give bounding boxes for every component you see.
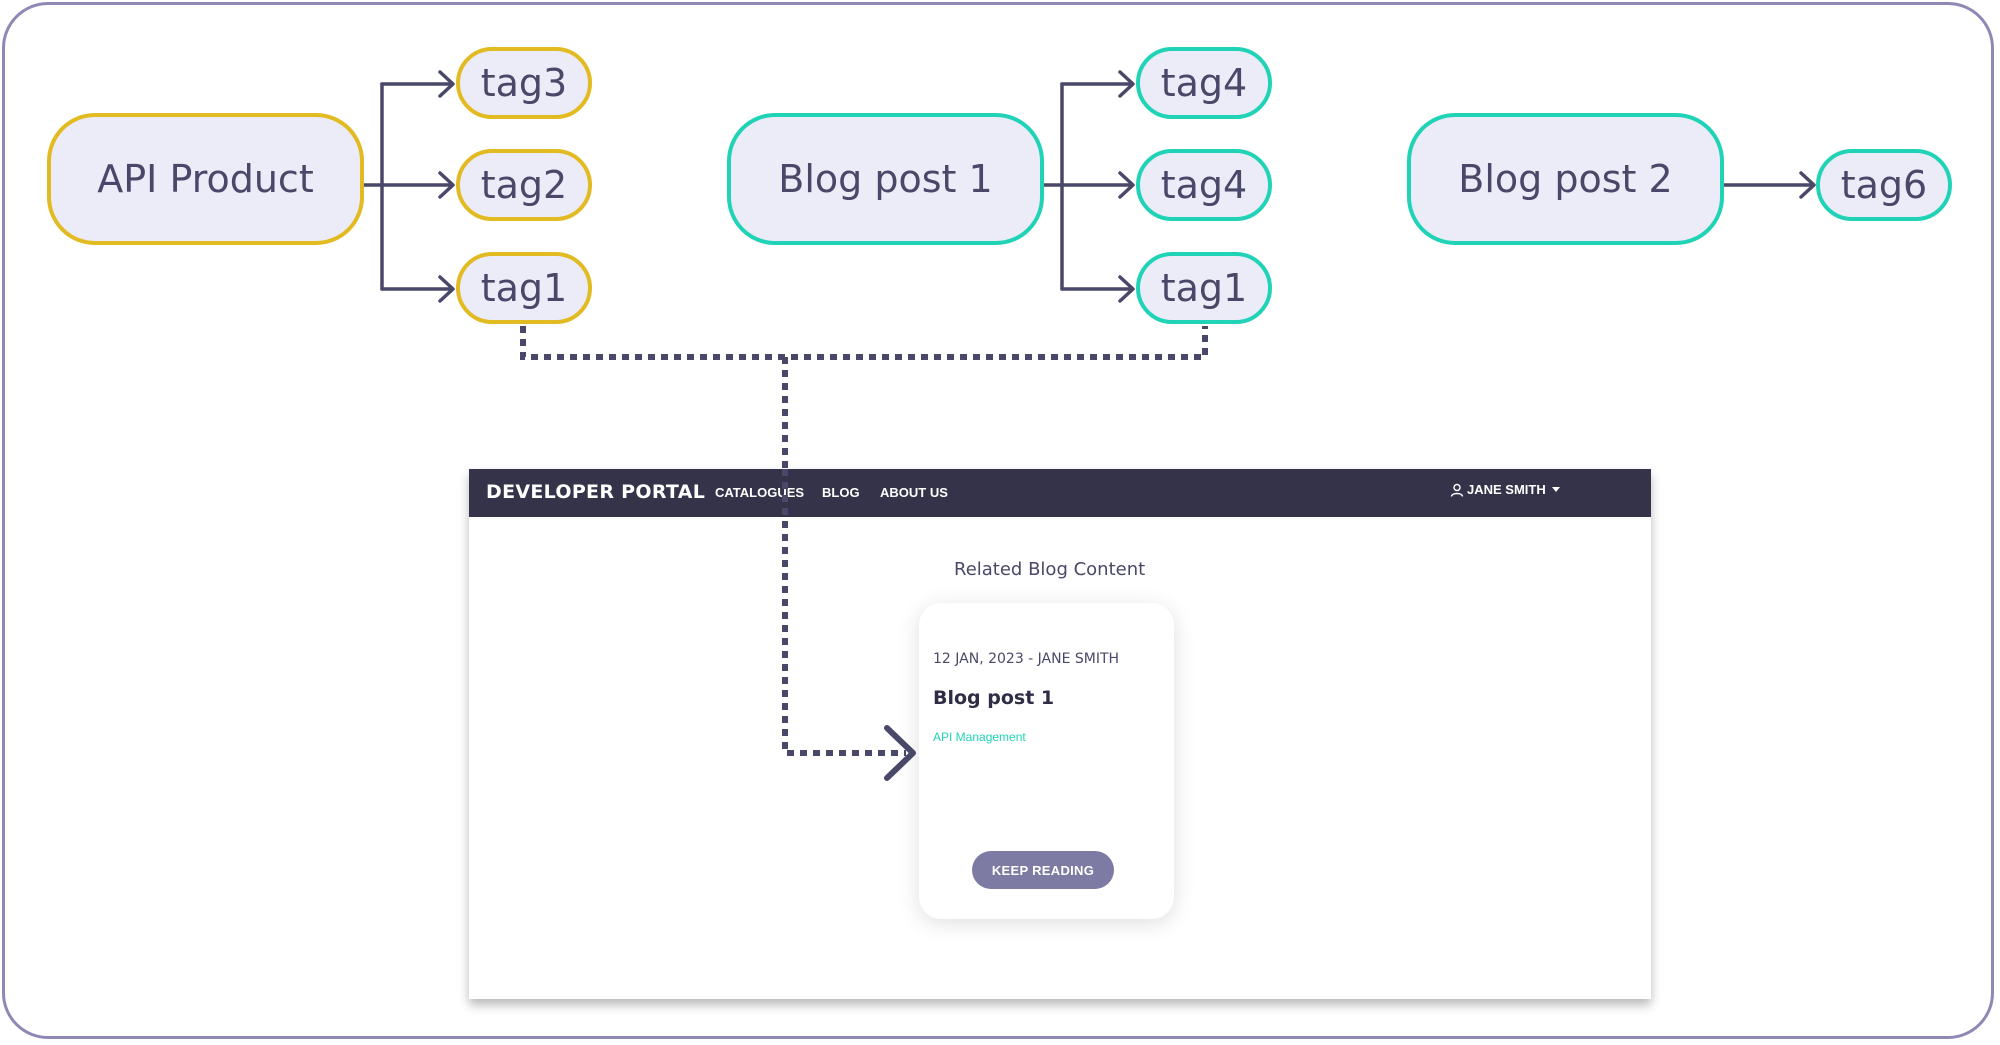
api-tag1-node: tag1 [456,252,592,324]
blog1-tag4-node: tag4 [1136,149,1272,221]
blog-card[interactable]: 12 JAN, 2023 - JANE SMITH Blog post 1 AP… [919,603,1174,919]
portal-navbar: DEVELOPER PORTAL CATALOGUES BLOG ABOUT U… [469,469,1651,517]
arrowhead-api-tag1 [438,275,455,303]
arrowhead-blog2-tag6 [1799,171,1816,199]
portal-brand[interactable]: DEVELOPER PORTAL [486,481,706,503]
keep-reading-button[interactable]: KEEP READING [972,851,1114,889]
card-tag-link[interactable]: API Management [933,730,1026,744]
developer-portal-screenshot: DEVELOPER PORTAL CATALOGUES BLOG ABOUT U… [469,469,1651,999]
user-name: JANE SMITH [1467,482,1546,497]
card-title[interactable]: Blog post 1 [933,687,1055,709]
nav-about-us[interactable]: ABOUT US [880,485,948,500]
blog1-tag1-node: tag1 [1136,252,1272,324]
nav-catalogues[interactable]: CATALOGUES [715,485,805,500]
chevron-down-icon [1551,487,1560,492]
blog2-tag6-node: tag6 [1816,149,1952,221]
blog1-tag4-node: tag4 [1136,47,1272,119]
arrowhead-blog1-tag1 [1118,275,1135,303]
shared-tag-link-upper [520,326,1208,360]
blog-post-1-node: Blog post 1 [727,113,1044,245]
card-meta: 12 JAN, 2023 - JANE SMITH [933,651,1120,667]
arrowhead-blog1-tag4b [1118,171,1135,199]
nav-blog[interactable]: BLOG [822,485,860,500]
api-tag3-node: tag3 [456,47,592,119]
user-icon [1450,483,1464,497]
api-tag2-node: tag2 [456,149,592,221]
api-product-node: API Product [47,113,364,245]
section-title-text: Related Blog Content [954,559,1146,580]
arrowhead-blog1-tag4a [1118,70,1135,98]
blog-post-2-node: Blog post 2 [1407,113,1724,245]
arrowhead-api-tag2 [438,171,455,199]
arrowhead-api-tag3 [438,70,455,98]
user-menu[interactable]: JANE SMITH [1450,482,1560,497]
